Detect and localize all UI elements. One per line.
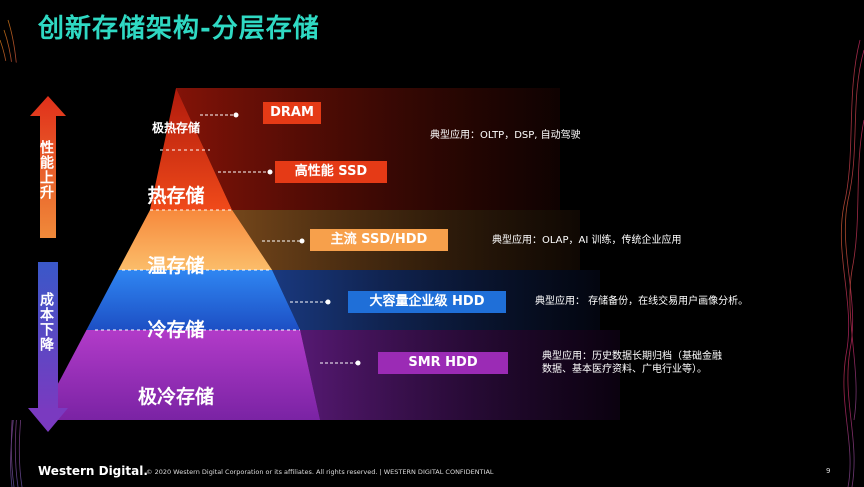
tier-label-extreme-hot: 极热存储 xyxy=(151,121,201,135)
tier-label-frozen: 极冷存储 xyxy=(137,386,215,408)
tier-label-warm: 温存储 xyxy=(147,255,205,277)
usage-text-hdd: 典型应用： 存储备份，在线交易用户画像分析。 xyxy=(535,296,749,307)
page-title: 创新存储架构-分层存储 xyxy=(38,14,320,44)
tier-label-hot: 热存储 xyxy=(147,185,205,207)
brand-logo: Western Digital. xyxy=(38,464,148,478)
band-shadow-hot xyxy=(176,88,560,210)
copyright-text: © 2020 Western Digital Corporation or it… xyxy=(146,468,494,476)
layer-separators xyxy=(95,149,300,331)
media-tag-mainstream: 主流 SSD/HDD xyxy=(310,229,448,251)
leader-lines xyxy=(200,114,356,364)
media-tag-dram: DRAM xyxy=(263,102,321,124)
tier-label-cold: 冷存储 xyxy=(147,319,205,341)
media-tag-hdd: 大容量企业级 HDD xyxy=(348,291,506,313)
double-arrow-icon xyxy=(28,96,68,432)
usage-text-smr-line2: 数据、基本医疗资料、广电行业等）。 xyxy=(542,364,707,375)
media-tag-ssd: 高性能 SSD xyxy=(275,161,387,183)
leader-dots xyxy=(233,112,361,366)
performance-up-label: 性能上升 xyxy=(38,140,54,200)
usage-text-dram: 典型应用：OLTP，DSP, 自动驾驶 xyxy=(430,130,581,141)
page-number: 9 xyxy=(826,467,831,475)
cost-down-label: 成本下降 xyxy=(38,292,54,352)
media-tag-smr: SMR HDD xyxy=(378,352,508,374)
decorative-swirl-right xyxy=(841,39,864,487)
usage-text-smr-line1: 典型应用：历史数据长期归档（基础金融 xyxy=(542,351,722,362)
usage-text-mainstream: 典型应用：OLAP，AI 训练，传统企业应用 xyxy=(492,235,682,246)
